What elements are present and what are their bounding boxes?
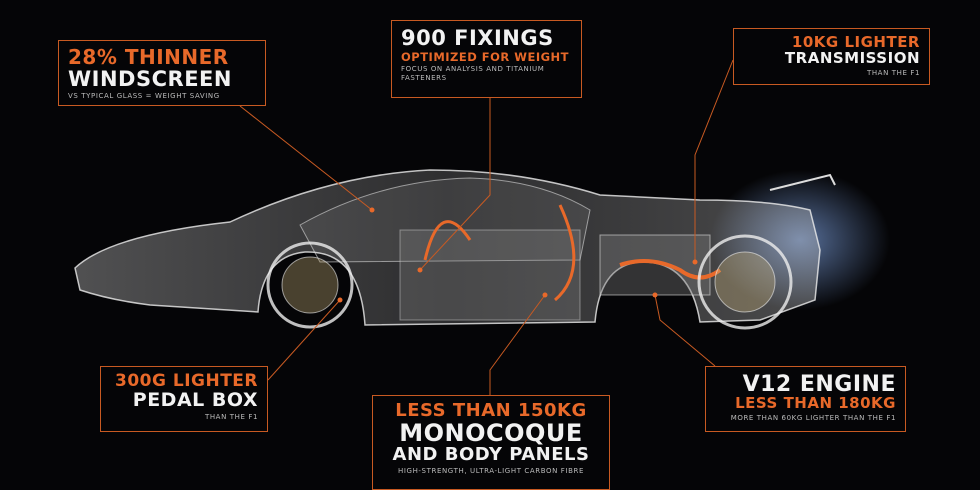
engine-title: V12 ENGINE <box>742 372 896 397</box>
callout-windscreen: 28% THINNER WINDSCREEN VS TYPICAL GLASS … <box>58 40 266 106</box>
engine-highlight: LESS THAN 180KG <box>735 394 896 413</box>
callout-pedal-box: 300G LIGHTER PEDAL BOX THAN THE F1 <box>100 366 268 432</box>
windscreen-note: VS TYPICAL GLASS = WEIGHT SAVING <box>68 92 220 101</box>
transmission-highlight: 10KG LIGHTER <box>791 33 920 51</box>
transmission-title: TRANSMISSION <box>784 48 920 67</box>
rear-wing <box>769 173 836 191</box>
monocoque-note: HIGH-STRENGTH, ULTRA-LIGHT CARBON FIBRE <box>398 466 584 475</box>
fixings-title: 900 FIXINGS <box>401 26 554 50</box>
monocoque-sketch <box>399 229 581 321</box>
callout-fixings: 900 FIXINGS OPTIMIZED FOR WEIGHT FOCUS O… <box>391 20 582 98</box>
monocoque-highlight: LESS THAN 150KG <box>395 400 587 421</box>
monocoque-title: MONOCOQUE <box>399 418 583 447</box>
engine-block <box>599 234 711 296</box>
front-wheel <box>266 241 354 329</box>
fixings-highlight: OPTIMIZED FOR WEIGHT <box>401 50 570 65</box>
pedal-box-highlight: 300G LIGHTER <box>115 371 258 391</box>
transmission-note: THAN THE F1 <box>866 68 920 77</box>
cabin-glass <box>299 177 591 263</box>
seat-frame <box>423 204 576 302</box>
windscreen-highlight: 28% THINNER <box>68 45 229 69</box>
callout-engine: V12 ENGINE LESS THAN 180KG MORE THAN 60K… <box>705 366 906 432</box>
leader-dots <box>337 207 698 303</box>
fixings-note: FOCUS ON ANALYSIS AND TITANIUM FASTENERS <box>401 65 545 82</box>
car-body <box>74 169 821 326</box>
engine-note: MORE THAN 60KG LIGHTER THAN THE F1 <box>730 413 896 422</box>
pedal-box-note: THAN THE F1 <box>204 412 258 421</box>
callout-monocoque: LESS THAN 150KG MONOCOQUE AND BODY PANEL… <box>372 395 610 490</box>
pedal-box-title: PEDAL BOX <box>132 388 258 411</box>
windscreen-title: WINDSCREEN <box>68 67 232 91</box>
exhaust <box>619 259 722 280</box>
rear-wheel <box>697 234 793 330</box>
callout-transmission: 10KG LIGHTER TRANSMISSION THAN THE F1 <box>733 28 930 85</box>
leader-lines <box>239 59 734 395</box>
monocoque-title-2: AND BODY PANELS <box>392 444 590 466</box>
